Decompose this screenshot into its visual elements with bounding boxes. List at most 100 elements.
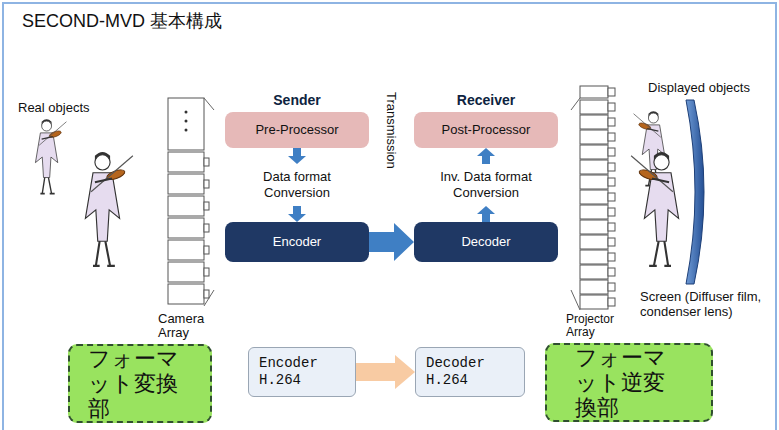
slide-frame bbox=[3, 3, 776, 430]
camera-unit bbox=[168, 152, 204, 172]
camera-lens bbox=[204, 180, 209, 188]
camera-array bbox=[168, 98, 204, 150]
block-heading: Sender bbox=[273, 92, 320, 109]
projector-unit bbox=[580, 295, 608, 309]
projector-unit bbox=[580, 130, 608, 144]
projector-unit bbox=[580, 160, 608, 174]
camera-unit bbox=[168, 218, 204, 238]
projector-unit bbox=[580, 205, 608, 219]
camera-bracket bbox=[204, 290, 214, 306]
real-objects bbox=[35, 119, 66, 193]
projector-lens bbox=[608, 163, 615, 171]
projector-bracket bbox=[571, 98, 580, 310]
camera-unit bbox=[168, 262, 204, 282]
displayed-objects bbox=[631, 111, 679, 266]
box-label: Encoder H.264 bbox=[259, 355, 345, 389]
box-label: フォーマット逆変換部 bbox=[575, 345, 683, 420]
real-objects bbox=[35, 119, 132, 266]
projector-lens bbox=[608, 238, 615, 246]
box-label: Encoder bbox=[273, 234, 321, 250]
flow-arrow bbox=[288, 148, 306, 164]
projector-unit bbox=[580, 250, 608, 264]
projector-lens bbox=[608, 118, 615, 126]
block-heading: Receiver bbox=[457, 92, 515, 109]
format-box: フォーマット変換部 bbox=[68, 344, 212, 423]
process-box: Inv. Data format Conversion bbox=[414, 164, 558, 206]
projector-bracket bbox=[571, 290, 580, 310]
flow-arrow bbox=[356, 355, 415, 389]
camera-lens bbox=[204, 158, 209, 166]
camera-unit bbox=[168, 240, 204, 260]
box-label: Post-Processor bbox=[442, 122, 531, 138]
projector-lens bbox=[608, 223, 615, 231]
format-box: フォーマット逆変換部 bbox=[545, 343, 713, 422]
flow-arrow bbox=[477, 148, 495, 164]
projector-bracket bbox=[571, 98, 580, 110]
system-block: SenderPre-ProcessorData format Conversio… bbox=[212, 88, 382, 302]
process-box: Pre-Processor bbox=[225, 112, 369, 148]
flow-arrow bbox=[369, 223, 414, 261]
camera-lens bbox=[204, 246, 209, 254]
codec-box: Decoder bbox=[414, 222, 558, 262]
part-label: Camera Array bbox=[158, 312, 214, 340]
projector-array bbox=[608, 88, 615, 96]
part-label: Displayed objects bbox=[648, 80, 774, 95]
process-box: Post-Processor bbox=[414, 112, 558, 148]
flow-arrow bbox=[288, 206, 306, 222]
part-label: Screen (Diffuser film, condenser lens) bbox=[640, 289, 770, 319]
system-block: ReceiverPost-ProcessorInv. Data format C… bbox=[400, 88, 572, 302]
camera-lens bbox=[204, 268, 209, 276]
projector-lens bbox=[608, 103, 615, 111]
process-box: Data format Conversion bbox=[225, 164, 369, 206]
camera-bracket bbox=[204, 98, 214, 306]
codec-box: Encoder bbox=[225, 222, 369, 262]
box-label: Pre-Processor bbox=[255, 122, 338, 138]
box-label: Decoder bbox=[461, 234, 510, 250]
projector-lens bbox=[608, 178, 615, 186]
projector-unit bbox=[580, 280, 608, 294]
projector-lens bbox=[608, 208, 615, 216]
real-objects bbox=[85, 152, 133, 266]
projector-lens bbox=[608, 298, 615, 306]
slide-title: SECOND-MVD 基本構成 bbox=[22, 10, 222, 32]
camera-array bbox=[185, 120, 188, 123]
projector-lens bbox=[608, 253, 615, 261]
projector-lens bbox=[608, 133, 615, 141]
camera-array bbox=[185, 129, 188, 132]
codec-box: Encoder H.264 bbox=[248, 347, 356, 397]
projector-unit bbox=[580, 145, 608, 159]
camera-array bbox=[168, 98, 209, 304]
displayed-objects bbox=[631, 152, 679, 266]
projector-unit bbox=[580, 100, 608, 114]
camera-unit bbox=[168, 174, 204, 194]
camera-array bbox=[185, 111, 188, 114]
box-label: Data format Conversion bbox=[231, 169, 363, 201]
projector-lens bbox=[608, 148, 615, 156]
projector-unit bbox=[580, 220, 608, 234]
projector-unit bbox=[580, 190, 608, 204]
camera-bracket bbox=[204, 98, 214, 110]
camera-lens bbox=[204, 202, 209, 210]
camera-unit bbox=[168, 284, 204, 304]
projector-unit bbox=[580, 235, 608, 249]
projector-lens bbox=[608, 193, 615, 201]
projector-lens bbox=[608, 268, 615, 276]
channel-label: Transmission bbox=[384, 92, 399, 169]
projector-array bbox=[580, 86, 608, 98]
codec-box: Decoder H.264 bbox=[415, 347, 525, 397]
projector-unit bbox=[580, 115, 608, 129]
part-label: Projector Array bbox=[566, 313, 638, 339]
box-label: フォーマット変換部 bbox=[88, 346, 196, 421]
projector-unit bbox=[580, 265, 608, 279]
projector-array bbox=[580, 86, 615, 309]
camera-unit bbox=[168, 196, 204, 216]
projector-lens bbox=[608, 283, 615, 291]
box-label: Inv. Data format Conversion bbox=[420, 169, 552, 201]
camera-lens bbox=[204, 290, 209, 298]
screen bbox=[686, 100, 704, 284]
camera-lens bbox=[204, 224, 209, 232]
box-label: Decoder H.264 bbox=[426, 355, 514, 389]
projector-unit bbox=[580, 175, 608, 189]
flow-arrow bbox=[477, 206, 495, 222]
